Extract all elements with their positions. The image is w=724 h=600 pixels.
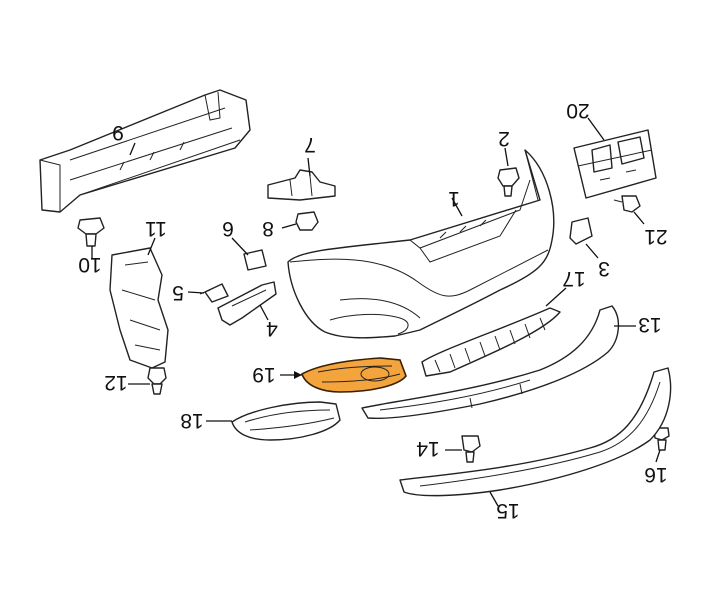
part-18-fog-bezel [231,401,341,441]
callout-21: 21 [644,225,667,248]
callout-8: 8 [262,217,274,240]
callout-11: 11 [145,217,167,240]
part-7-upper-bracket [267,169,336,201]
part-12-clip [147,367,167,395]
part-15-lower-strip [399,367,672,497]
callout-3: 3 [598,257,610,280]
callout-9: 9 [112,121,124,144]
part-17-lower-grille [421,307,561,377]
callout-6: 6 [222,217,234,240]
part-14-clip [461,435,481,463]
part-4-side-bracket [217,281,277,326]
part-3-bracket [569,217,593,245]
part-9-reinforcement-beam [39,89,251,213]
callout-20: 20 [566,99,589,122]
callout-7: 7 [304,133,316,156]
callout-14: 14 [416,437,440,460]
part-11-bracket [109,247,169,369]
part-2-clip [497,167,520,197]
part-20-license-plate-bracket [573,129,657,199]
callout-15: 15 [496,499,519,522]
part-1-bumper-face [287,149,555,339]
callout-16: 16 [644,463,667,486]
callout-1: 1 [448,187,460,210]
part-5-screw [199,283,229,303]
part-6-clip [243,249,267,271]
callout-18: 18 [180,409,203,432]
part-10-bolt [77,217,105,247]
callout-12: 12 [104,371,127,394]
part-8-clip [295,211,319,231]
part-19-fog-bezel-highlighted [301,357,407,393]
callout-5: 5 [172,281,184,304]
callout-17: 17 [562,267,585,290]
callout-10: 10 [78,253,101,276]
callout-2: 2 [498,127,510,150]
callout-13: 13 [638,313,661,336]
callout-19: 19 [252,363,275,386]
part-21-screw [613,195,641,213]
callout-4: 4 [266,317,278,340]
